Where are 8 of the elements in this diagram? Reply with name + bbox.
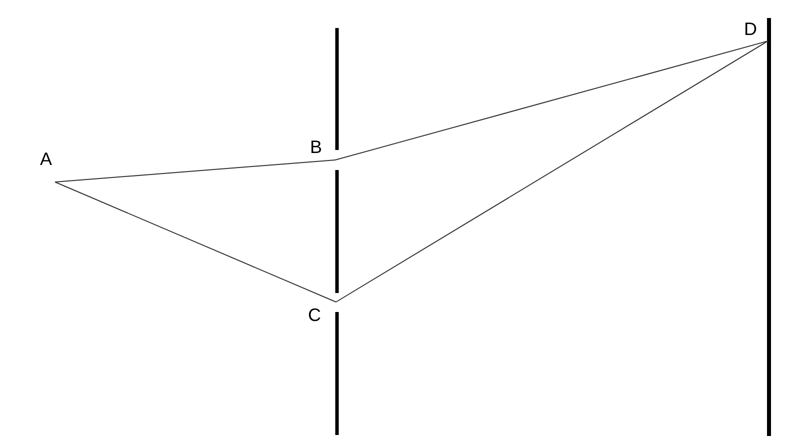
ray-line xyxy=(54,160,336,182)
point-label: D xyxy=(744,20,757,38)
ray-line xyxy=(336,40,768,302)
ray-line xyxy=(54,182,336,302)
point-label: A xyxy=(40,150,52,168)
point-label: B xyxy=(310,138,322,156)
ray-line xyxy=(334,40,768,160)
point-label: C xyxy=(308,306,321,324)
